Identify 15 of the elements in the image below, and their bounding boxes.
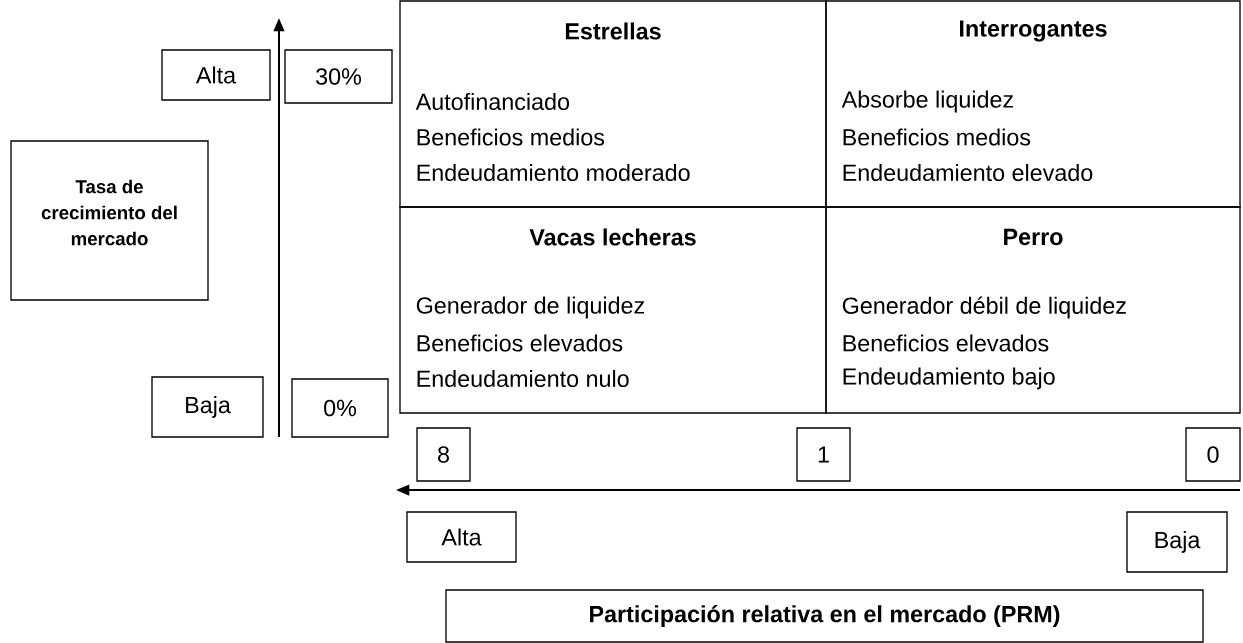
axis-value-box: 0 (1185, 427, 1241, 482)
axis-title-box: Participación relativa en el mercado (PRM) (445, 589, 1204, 643)
axis-title-box: Tasa de crecimiento del mercado (10, 140, 209, 301)
quadrant-box: Interrogantes Absorbe liquidez Beneficios medios Endeudamiento elevado (825, 0, 1241, 208)
axis-value-box: 30% (284, 49, 393, 104)
axis-value-box: 8 (416, 427, 471, 482)
axis-value-box: Baja (151, 376, 264, 438)
axis-value-box: Alta (406, 511, 517, 563)
quadrant-box: Vacas lecheras Generador de liquidez Beneficios elevados Endeudamiento nulo (399, 206, 827, 414)
axis-value-box: 1 (796, 427, 851, 482)
quadrant-box: Perro Generador débil de liquidez Beneficios elevados Endeudamiento bajo (825, 206, 1241, 414)
axis-value-box: 0% (291, 378, 389, 438)
quadrant-box: Estrellas Autofinanciado Beneficios medios Endeudamiento moderado (399, 0, 827, 208)
axis-value-box: Baja (1126, 511, 1228, 573)
axis-value-box: Alta (161, 49, 271, 101)
